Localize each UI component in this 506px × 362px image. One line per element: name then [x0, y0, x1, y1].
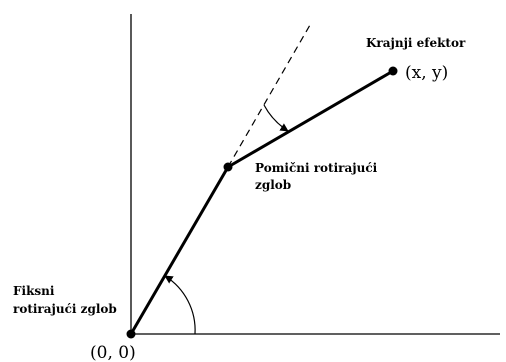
joint-2-angle-arc	[263, 104, 289, 132]
fixed-joint-label-line2: rotirajući zglob	[13, 302, 117, 316]
link-1-extension-dashed	[227, 24, 311, 168]
arm-link-2	[227, 69, 394, 169]
end-effector-dot	[388, 66, 398, 76]
fixed-joint-dot	[126, 329, 136, 339]
moving-joint-dot	[223, 162, 233, 172]
moving-joint-label-line2: zglob	[255, 178, 291, 192]
moving-joint-label-line1: Pomični rotirajući	[255, 161, 378, 175]
arm-link-1	[129, 166, 230, 335]
origin-coordinate: (0, 0)	[90, 343, 136, 362]
joint-1-angle-arc	[164, 275, 196, 335]
end-effector-coordinate: (x, y)	[405, 63, 448, 83]
end-effector-label: Krajnji efektor	[366, 36, 466, 50]
fixed-joint-label-line1: Fiksni	[13, 284, 55, 298]
